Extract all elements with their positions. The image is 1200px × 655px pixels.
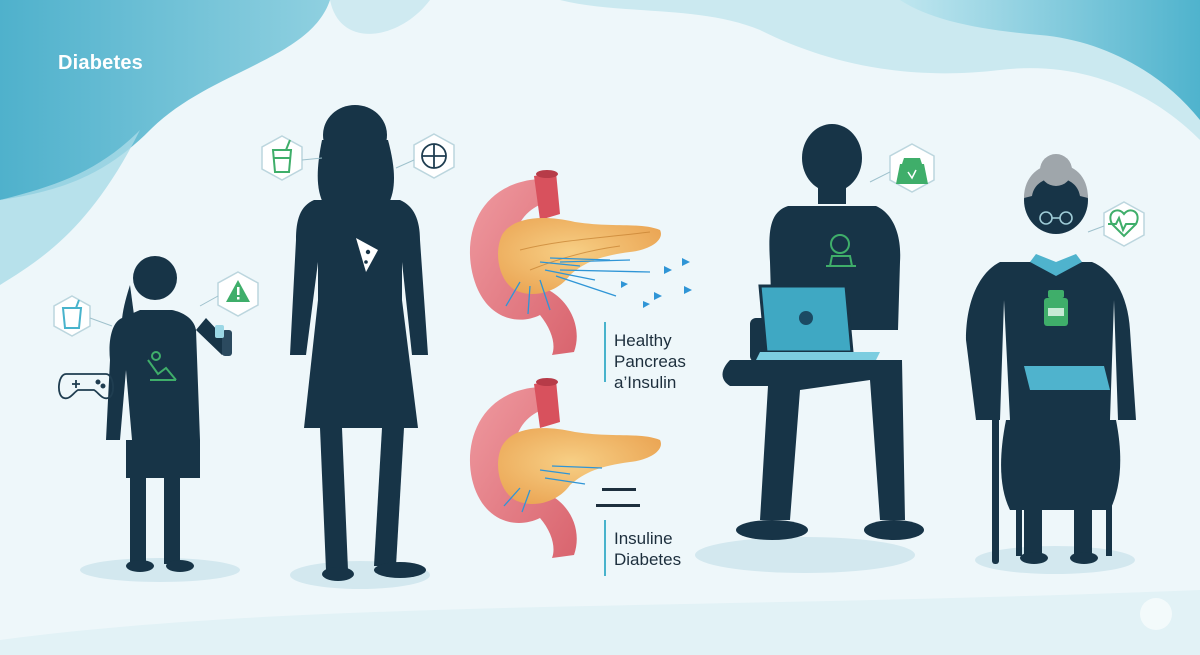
collar [1030,254,1082,276]
diabetes-label-line: Insuline [614,529,673,548]
laptop-icon [756,284,880,360]
hex-icons-left [53,133,455,337]
watermark-logo [1140,598,1172,630]
warning-icon [226,280,250,302]
hex-icons-right [889,143,1145,247]
diabetes-pancreas-label: Insuline Diabetes [614,528,681,570]
elderly-hair [1024,154,1088,198]
ground-shadows [80,537,1135,589]
connector-lines-right [869,171,1105,233]
pancreas-diabetes [469,378,661,576]
glasses-icon [1039,211,1073,225]
healthy-label-line: Pancreas [614,352,686,371]
pizza-icon [421,143,447,169]
medicine-bottle-icon [1044,290,1068,326]
girl-silhouette [106,256,232,572]
healthy-label-line: a’Insulin [614,373,677,392]
drink-cup-icon [61,299,83,329]
page-title: Diabetes [58,52,143,74]
pizza-slice-motif [356,238,378,272]
connector-lines [89,157,415,327]
diabetes-label-line: Diabetes [614,550,682,569]
man-shirt-motif [826,234,856,267]
game-controller-icon [58,373,114,400]
scale-weight-icon [896,158,928,184]
girl-shirt-motif [147,351,177,381]
heart-rate-icon [1108,209,1139,238]
woman-silhouette [290,105,428,581]
drink-cup-icon [271,139,293,173]
healthy-pancreas-label: Healthy Pancreas a’Insulin [614,330,686,393]
healthy-label-line: Healthy [614,331,672,350]
pancreas-healthy [469,170,692,382]
tablet-device [1024,366,1110,390]
